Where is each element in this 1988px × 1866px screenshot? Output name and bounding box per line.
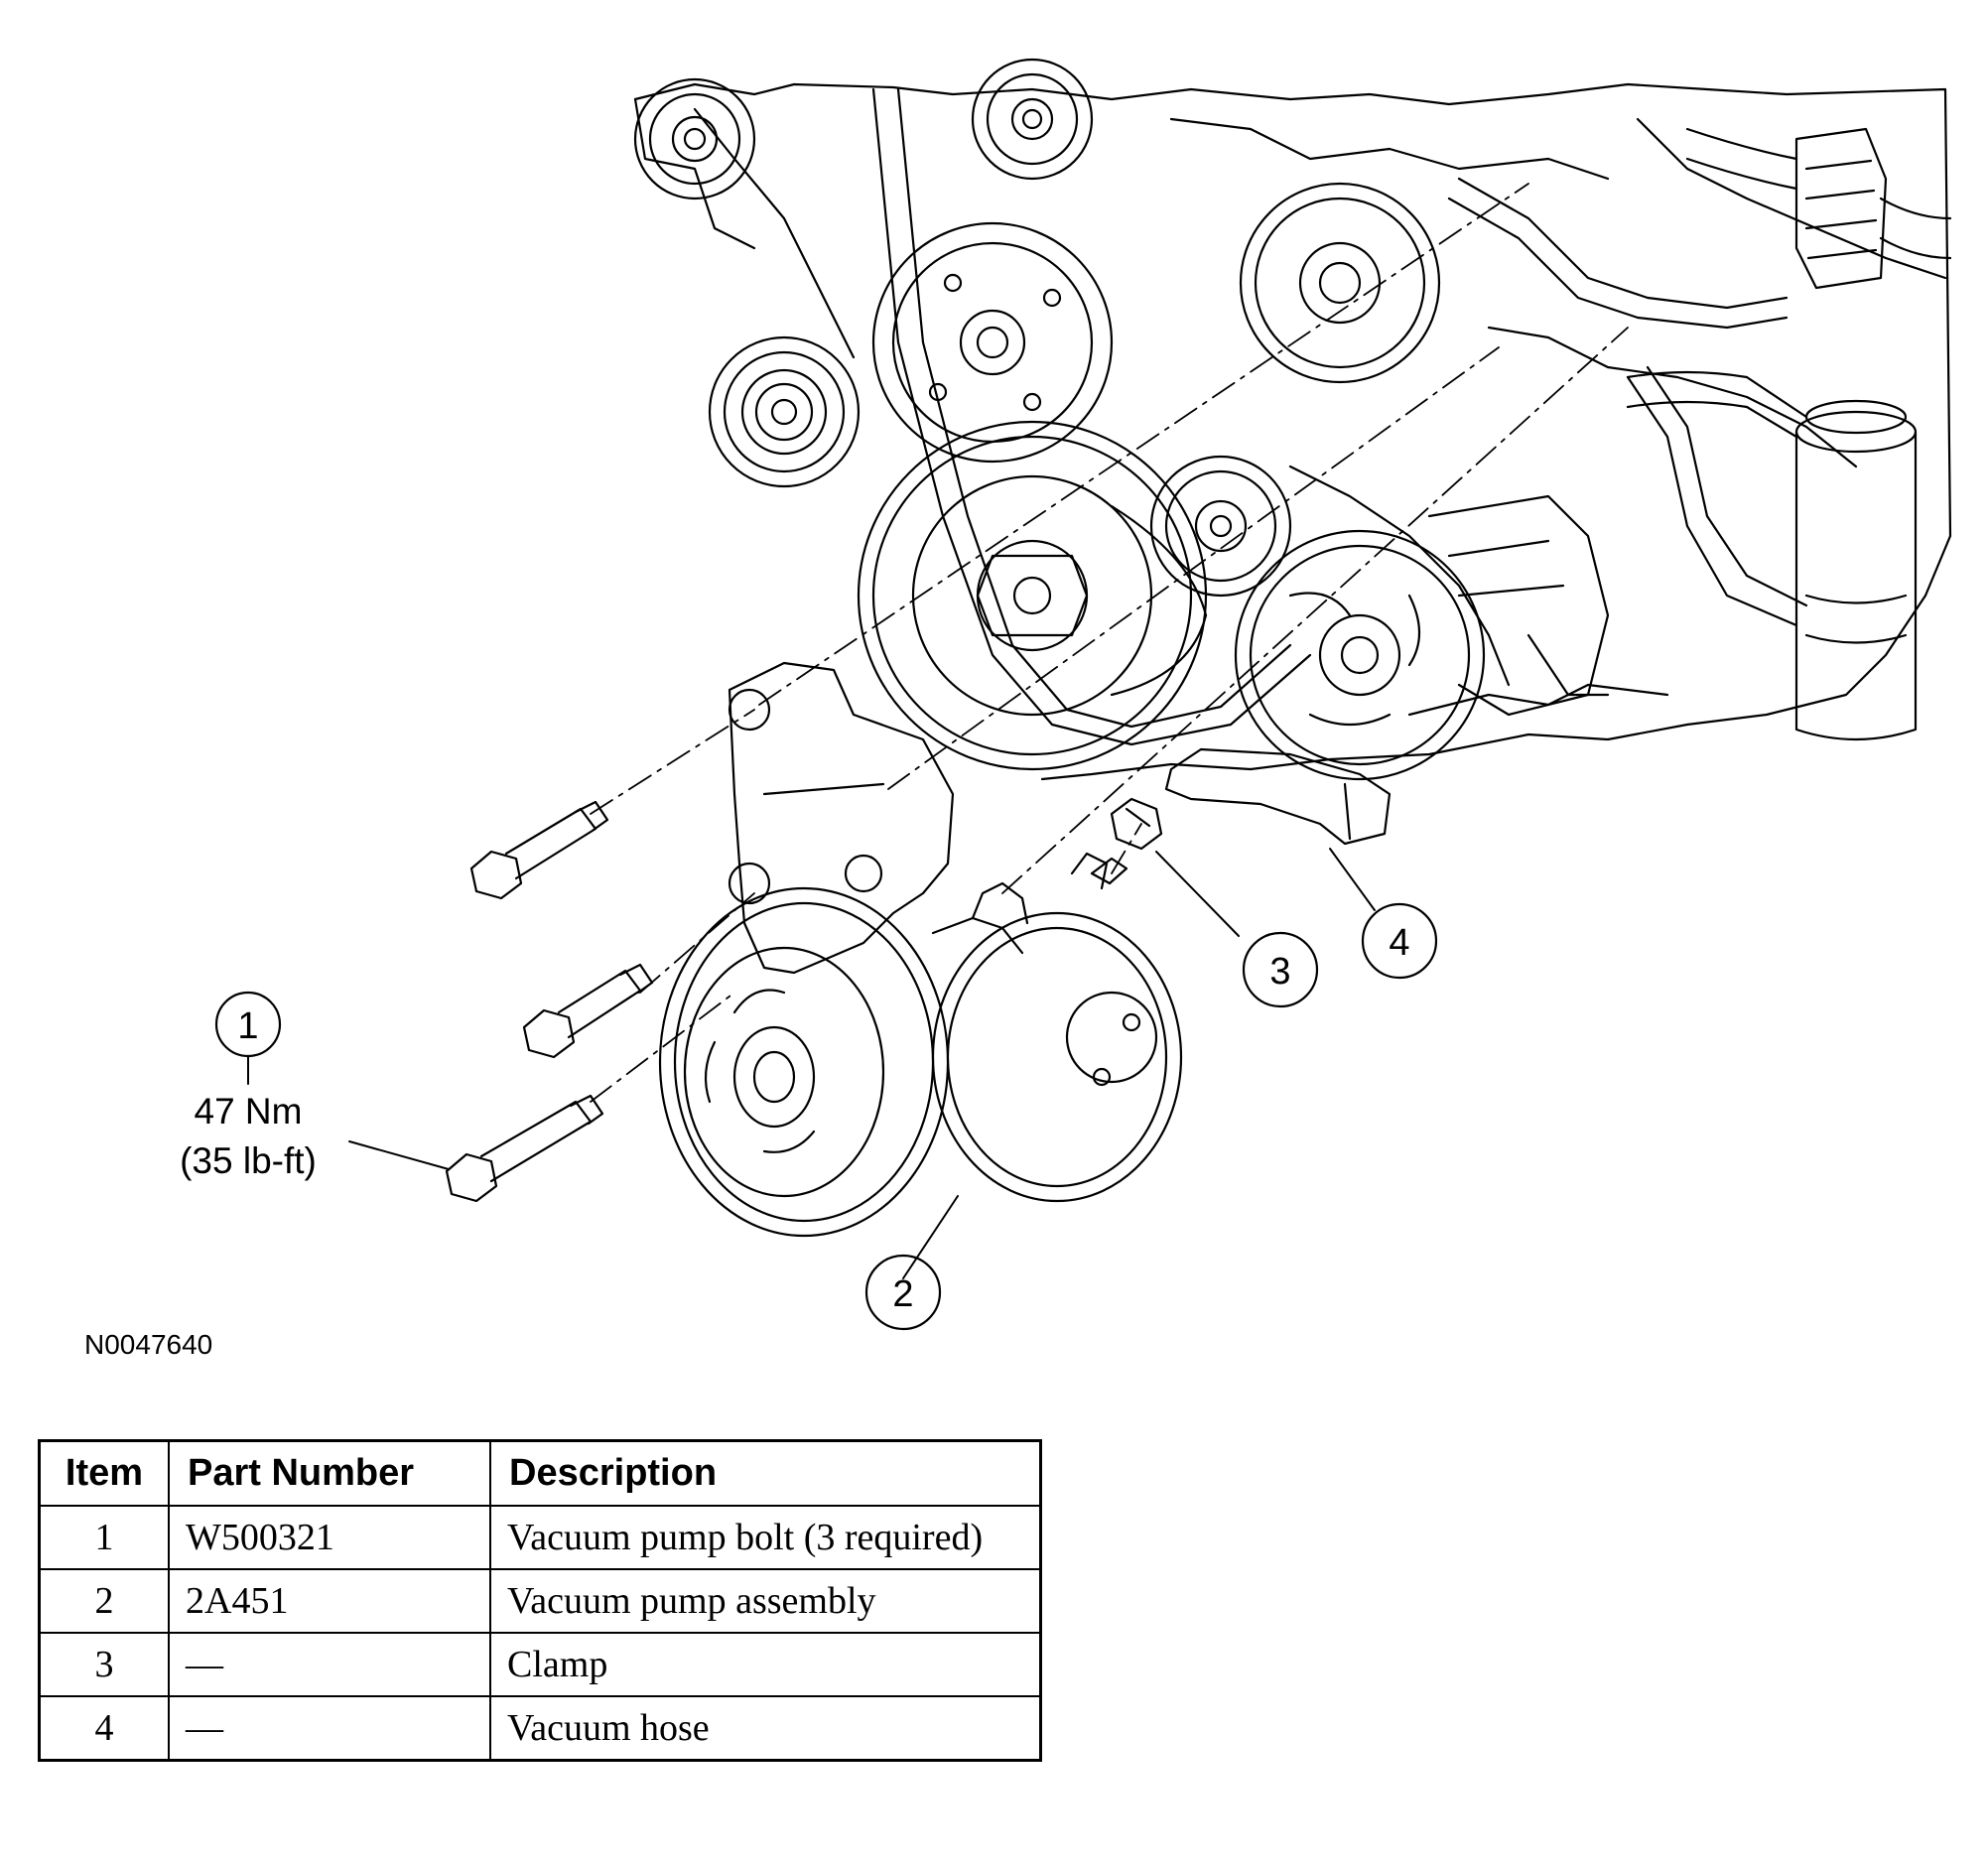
vacuum-pump-assembly [658,852,1183,1238]
pulley-top-center [971,58,1094,181]
description-cell: Vacuum pump assembly [489,1568,1042,1634]
idler-pulley-left [708,335,861,488]
callout-1-label: 1 [237,1005,258,1047]
oil-filter [1626,370,1918,741]
description-cell: Clamp [489,1632,1042,1697]
torque-imperial: (35 lb-ft) [180,1140,317,1181]
pulley-top-left [633,77,756,200]
vacuum-pump-bolt-middle [522,963,654,1059]
part-number-cell: 2A451 [168,1568,491,1634]
table-row: 2 2A451 Vacuum pump assembly [38,1568,1042,1634]
item-cell: 3 [38,1632,170,1697]
leader-lines [247,848,1376,1279]
description-cell: Vacuum hose [489,1695,1042,1762]
serpentine-belt [693,87,1312,746]
water-pump-pulley [871,221,1114,464]
header-part-number: Part Number [168,1439,491,1507]
vacuum-hose [1164,747,1392,846]
figure-id: N0047640 [84,1329,212,1360]
table-row: 4 — Vacuum hose [38,1695,1042,1762]
callout-3-label: 3 [1269,951,1290,993]
callout-3-circle [1242,931,1319,1008]
parts-table: Item Part Number Description 1 W500321 V… [38,1439,1042,1762]
header-description: Description [489,1439,1042,1507]
crankshaft-pulley [857,420,1208,771]
vacuum-pump-bolt-upper [469,800,609,900]
callout-4-circle [1361,902,1438,980]
exploded-view-diagram: 1 2 3 4 47 Nm (35 lb-ft) N0047640 [84,58,1952,1360]
clamp [1090,797,1163,885]
accessory-housing [1427,494,1610,717]
tensioner-pulley [1239,182,1441,384]
power-steering-pulley [1234,529,1486,781]
vacuum-pump-bolt-lower [445,1094,604,1203]
mounting-bracket [728,661,955,975]
table-row: 3 — Clamp [38,1632,1042,1697]
engine-block [633,82,1952,781]
item-cell: 1 [38,1505,170,1570]
idler-pulley-center [1149,455,1292,598]
electrical-connector [1685,127,1952,290]
torque-metric: 47 Nm [195,1091,303,1132]
part-number-cell: — [168,1695,491,1762]
callout-1-circle [214,991,282,1058]
item-cell: 2 [38,1568,170,1634]
part-number-cell: — [168,1632,491,1697]
header-item: Item [38,1439,170,1507]
item-cell: 4 [38,1695,170,1762]
fluid-lines [1447,177,1808,697]
table-row: 1 W500321 Vacuum pump bolt (3 required) [38,1505,1042,1570]
callout-2-label: 2 [892,1273,913,1315]
callout-2-circle [864,1254,942,1331]
part-number-cell: W500321 [168,1505,491,1570]
table-header-row: Item Part Number Description [38,1439,1042,1507]
description-cell: Vacuum pump bolt (3 required) [489,1505,1042,1570]
callout-4-label: 4 [1389,922,1409,964]
